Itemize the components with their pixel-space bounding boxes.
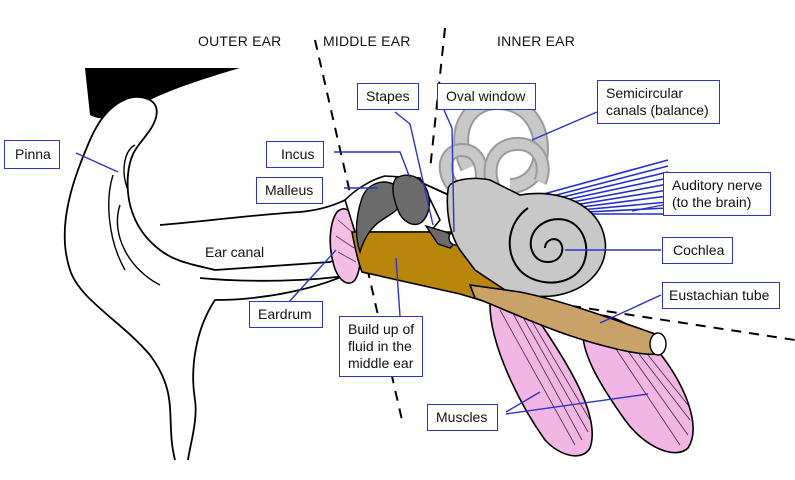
label-auditory-nerve: Auditory nerve (to the brain) [663,172,772,217]
leader-muscles-2 [505,393,649,415]
label-fluid: Build up of fluid in the middle ear [339,316,424,378]
ear-canal-upper [159,199,346,226]
pinna-fold-2 [108,174,126,271]
region-outer-ear: OUTER EAR [198,33,282,49]
leader-eustachian [599,294,662,324]
label-incus: Incus [266,141,325,169]
leader-incus [334,151,411,179]
eustachian-divider [499,294,795,341]
eustachian-opening [649,332,667,356]
leader-auditory-nerve [631,204,664,212]
label-muscles: Muscles [427,404,499,432]
label-eustachian-tube: Eustachian tube [662,282,781,310]
leader-lines [75,109,664,415]
label-cochlea: Cochlea [662,237,734,265]
vestibule [446,177,607,298]
cochlea-spiral [508,207,588,284]
leader-fluid [395,257,401,317]
label-fluid-line-2: fluid in the [348,338,412,355]
label-fluid-line-3: middle ear [348,355,414,372]
label-ear-canal: Ear canal [205,244,265,260]
pinna [63,96,524,461]
label-fluid-line-1: Build up of [348,321,415,337]
leader-stapes [394,111,434,226]
label-auditory-nerve-line-2: (to the brain) [672,194,752,211]
incus-bone [392,174,431,226]
label-semicircular-line-2: canals (balance) [606,102,709,119]
leader-pinna [75,152,119,173]
ear-canal-lower [199,275,346,282]
label-pinna: Pinna [4,140,60,170]
middle-inner-divider [429,27,446,171]
leader-oval-window [443,109,455,233]
auditory-nerve [539,159,669,215]
label-semicircular-canals: Semicircular canals (balance) [597,80,720,125]
leader-muscles-1 [505,391,541,413]
leader-eardrum [288,249,337,303]
label-malleus: Malleus [256,177,324,205]
semicircular-canals [438,93,550,194]
label-semicircular-line-1: Semicircular [606,85,684,101]
malleus-bone [355,181,402,255]
label-stapes: Stapes [357,83,419,111]
label-eardrum: Eardrum [249,301,323,329]
region-middle-ear: MIDDLE EAR [323,33,411,49]
pinna-fold-1 [116,144,161,286]
label-auditory-nerve-line-1: Auditory nerve [672,177,763,193]
region-inner-ear: INNER EAR [497,33,576,49]
label-oval-window: Oval window [437,83,537,111]
leader-semicircular [531,111,598,141]
